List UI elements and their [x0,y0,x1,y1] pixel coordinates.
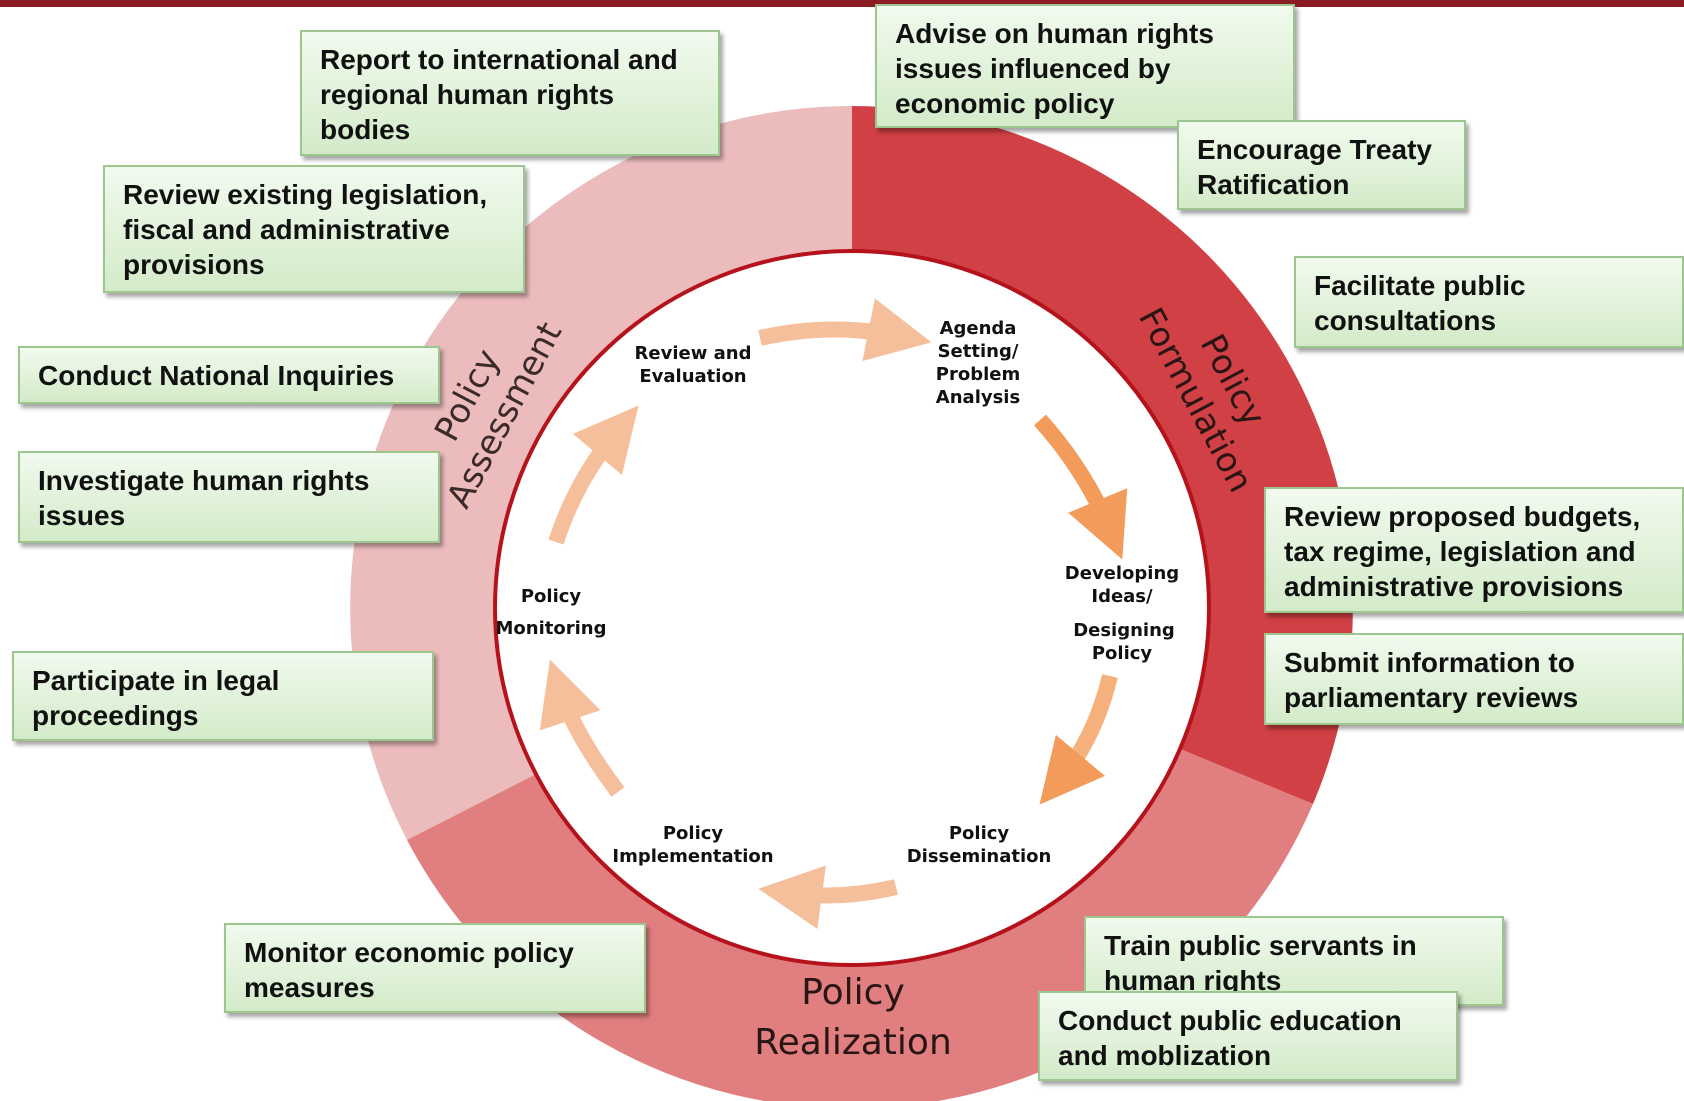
svg-text:Review and: Review and [635,343,752,364]
arrow-review-to-agenda [758,298,932,362]
svg-text:Setting/: Setting/ [938,341,1019,362]
sector-title-realization: Policy Realization [754,972,952,1063]
arrow-monitoring-to-review [548,405,639,545]
svg-text:Analysis: Analysis [936,387,1020,408]
stage-policy-implementation: Policy Implementation [612,823,773,867]
svg-text:Agenda: Agenda [940,318,1017,339]
svg-text:Ideas/: Ideas/ [1091,586,1153,607]
stage-developing-ideas: Developing Ideas/ Designing Policy [1065,563,1179,664]
svg-text:Policy: Policy [801,972,905,1013]
svg-text:Designing: Designing [1073,620,1175,641]
inner-circle [493,249,1211,967]
svg-text:Realization: Realization [754,1022,952,1063]
stage-policy-monitoring: Policy Monitoring [496,586,607,639]
sector-formulation [852,106,1353,804]
svg-text:Policy: Policy [663,823,724,844]
stage-review-evaluation: Review and Evaluation [635,343,752,387]
svg-text:Developing: Developing [1065,563,1179,584]
svg-text:Policy: Policy [949,823,1010,844]
callout-review-legislation: Review existing legislation,fiscal and a… [103,165,525,293]
callout-review-budgets: Review proposed budgets,tax regime, legi… [1264,487,1684,613]
top-banner-strip [0,0,1684,7]
arrow-agenda-to-developing [1034,414,1128,560]
svg-text:Monitoring: Monitoring [496,618,607,639]
svg-text:Problem: Problem [936,364,1020,385]
stage-agenda-setting: Agenda Setting/ Problem Analysis [936,318,1020,408]
arrow-developing-to-dissemination [1039,674,1118,805]
stage-policy-dissemination: Policy Dissemination [907,823,1052,867]
svg-text:Policy: Policy [521,586,582,607]
arrow-implementation-to-monitoring [539,659,625,797]
svg-text:Policy: Policy [1092,643,1153,664]
svg-text:Implementation: Implementation [612,846,773,867]
arrow-dissemination-to-implementation [758,865,898,929]
svg-text:Dissemination: Dissemination [907,846,1052,867]
svg-text:Evaluation: Evaluation [639,366,746,387]
callout-national-inquiries: Conduct National Inquiries [18,346,440,404]
